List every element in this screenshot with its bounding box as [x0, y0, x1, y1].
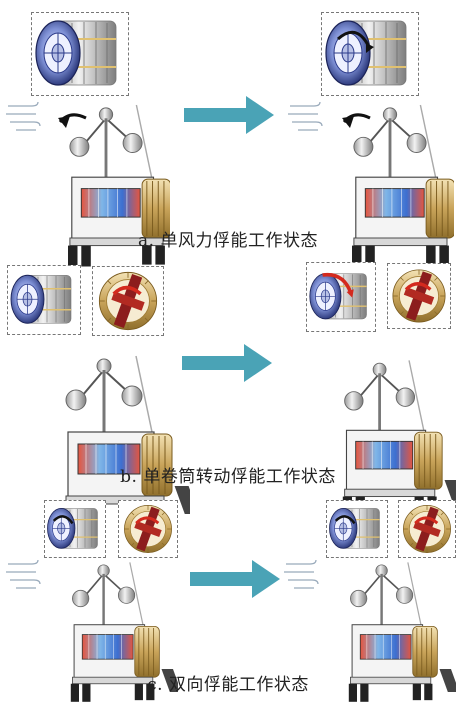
flow-arrow-icon [190, 560, 280, 598]
drum-icon [35, 20, 117, 86]
rotor-inset-before [92, 266, 164, 336]
panel-b: b. 单卷筒转动俘能工作状态 [0, 258, 456, 528]
caption-a: a. 单风力俘能工作状态 [138, 231, 318, 251]
drum-inset-after [321, 12, 419, 96]
rotation-arrow-icon [322, 272, 353, 295]
rotor-inset-after [398, 500, 456, 558]
drum-inset-before [31, 12, 129, 96]
drum-icon [328, 507, 381, 549]
panel-c: c. 双向俘能工作状态 [0, 494, 456, 704]
rotation-arrow-icon [337, 30, 370, 46]
flow-arrow-icon [184, 96, 274, 134]
rotor-inset-before [118, 500, 178, 558]
drum-icon [309, 272, 368, 320]
drum-inset-before [7, 265, 81, 335]
rotor-icon [392, 269, 446, 323]
drum-inset-after [306, 262, 376, 332]
drum-icon [325, 20, 407, 86]
rotor-icon [124, 505, 172, 553]
drum-icon [10, 274, 72, 324]
caption-c: c. 双向俘能工作状态 [147, 675, 309, 695]
rotor-icon [98, 271, 158, 331]
flow-arrow-icon [182, 344, 272, 382]
rotation-arrow-icon [342, 113, 371, 128]
rotor-inset-after [387, 263, 451, 329]
drum-inset-after [326, 500, 388, 558]
drum-icon [46, 507, 99, 549]
drum-inset-before [44, 500, 106, 558]
panel-a: a. 单风力俘能工作状态 [0, 0, 456, 268]
rotor-icon [403, 505, 451, 553]
caption-b: b. 单卷筒转动俘能工作状态 [120, 467, 336, 487]
rotation-arrow-icon [58, 113, 87, 128]
